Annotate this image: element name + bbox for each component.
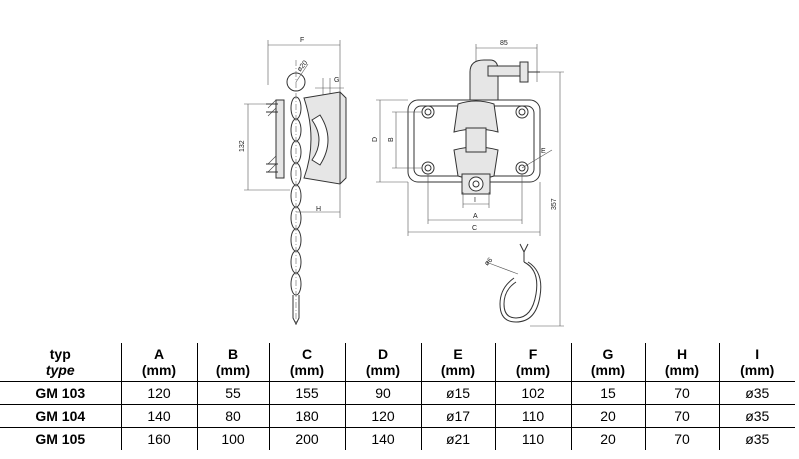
header-i: I(mm) bbox=[718, 343, 795, 382]
header-unit: (mm) bbox=[215, 362, 251, 378]
table-cell: 70 bbox=[644, 404, 719, 428]
table-cell: 55 bbox=[196, 381, 269, 405]
dim-label-357: 357 bbox=[551, 198, 558, 210]
table-cell: 110 bbox=[494, 404, 571, 428]
dim-label-d20: ø20 bbox=[296, 59, 309, 73]
dim-label-a: A bbox=[473, 213, 478, 220]
header-letter: H bbox=[676, 346, 688, 362]
dim-label-132: 132 bbox=[239, 140, 246, 152]
table-cell: 120 bbox=[344, 404, 421, 428]
table-cell: 110 bbox=[494, 427, 571, 450]
table-header-row: typ type A(mm) B(mm) C(mm) D(mm) E(mm) F… bbox=[0, 343, 795, 382]
header-unit: (mm) bbox=[440, 362, 476, 378]
table-cell: 100 bbox=[196, 427, 269, 450]
header-letter: B bbox=[227, 346, 239, 362]
dim-label-f: F bbox=[300, 37, 304, 44]
header-type-en-label: type bbox=[45, 362, 75, 378]
dim-label-e: E bbox=[541, 148, 546, 155]
table-cell: 20 bbox=[570, 404, 645, 428]
table-cell: 180 bbox=[268, 404, 345, 428]
header-unit: (mm) bbox=[740, 362, 775, 378]
header-type: typ type bbox=[0, 343, 121, 382]
header-d: D(mm) bbox=[344, 343, 421, 382]
header-unit: (mm) bbox=[664, 362, 700, 378]
header-h: H(mm) bbox=[644, 343, 719, 382]
table-cell: 160 bbox=[120, 427, 197, 450]
header-unit: (mm) bbox=[365, 362, 401, 378]
header-letter: D bbox=[377, 346, 389, 362]
front-view: 85 B D bbox=[372, 40, 564, 327]
table-cell: 102 bbox=[494, 381, 571, 405]
header-f: F(mm) bbox=[494, 343, 571, 382]
specification-table: typ type A(mm) B(mm) C(mm) D(mm) E(mm) F… bbox=[0, 343, 795, 450]
side-view: F ø20 G 132 bbox=[239, 37, 347, 326]
table-row: GM 105 160 100 200 140 ø21 110 20 70 ø35 bbox=[0, 427, 795, 450]
header-unit: (mm) bbox=[590, 362, 626, 378]
table-cell: 80 bbox=[196, 404, 269, 428]
type-cell: GM 104 bbox=[0, 404, 121, 428]
table-cell: ø15 bbox=[420, 381, 495, 405]
dim-label-d: D bbox=[372, 137, 379, 142]
table-row: GM 104 140 80 180 120 ø17 110 20 70 ø35 bbox=[0, 404, 795, 428]
header-g: G(mm) bbox=[570, 343, 645, 382]
dim-label-d6: ø6 bbox=[483, 257, 494, 268]
table-cell: 140 bbox=[120, 404, 197, 428]
table-row: GM 103 120 55 155 90 ø15 102 15 70 ø35 bbox=[0, 381, 795, 405]
dim-label-b: B bbox=[388, 137, 395, 142]
table-cell: 120 bbox=[120, 381, 197, 405]
type-cell: GM 105 bbox=[35, 431, 86, 447]
table-cell: 140 bbox=[344, 427, 421, 450]
header-letter: E bbox=[453, 346, 463, 362]
header-e: E(mm) bbox=[420, 343, 495, 382]
header-letter: F bbox=[528, 346, 538, 362]
dim-label-h: H bbox=[316, 206, 321, 213]
header-c: C(mm) bbox=[268, 343, 345, 382]
table-cell: ø35 bbox=[718, 404, 795, 428]
table-cell: 90 bbox=[344, 381, 421, 405]
table-cell: 155 bbox=[268, 381, 345, 405]
table-cell: 70 bbox=[644, 427, 719, 450]
header-letter: I bbox=[755, 346, 760, 362]
type-cell: GM 103 bbox=[0, 381, 121, 405]
table-cell: 70 bbox=[644, 381, 719, 405]
table-cell: 20 bbox=[570, 427, 645, 450]
header-unit: (mm) bbox=[141, 362, 177, 378]
table-cell: ø17 bbox=[420, 404, 495, 428]
table-cell: ø21 bbox=[420, 427, 495, 450]
header-letter: G bbox=[602, 346, 614, 362]
header-unit: (mm) bbox=[289, 362, 325, 378]
header-letter: A bbox=[153, 346, 165, 362]
technical-drawing: F ø20 G 132 bbox=[239, 37, 564, 327]
table-cell: ø35 bbox=[718, 381, 795, 405]
table-cell: 15 bbox=[570, 381, 645, 405]
header-letter: C bbox=[301, 346, 313, 362]
dim-label-i: I bbox=[474, 197, 476, 204]
header-type-label: typ bbox=[49, 346, 71, 362]
table-cell: 200 bbox=[268, 427, 345, 450]
dim-label-c: C bbox=[472, 225, 477, 232]
header-b: B(mm) bbox=[196, 343, 269, 382]
table-cell: ø35 bbox=[718, 427, 795, 450]
dim-label-g: G bbox=[334, 77, 339, 84]
dim-label-85: 85 bbox=[500, 40, 508, 47]
header-a: A(mm) bbox=[120, 343, 197, 382]
header-unit: (mm) bbox=[515, 362, 551, 378]
